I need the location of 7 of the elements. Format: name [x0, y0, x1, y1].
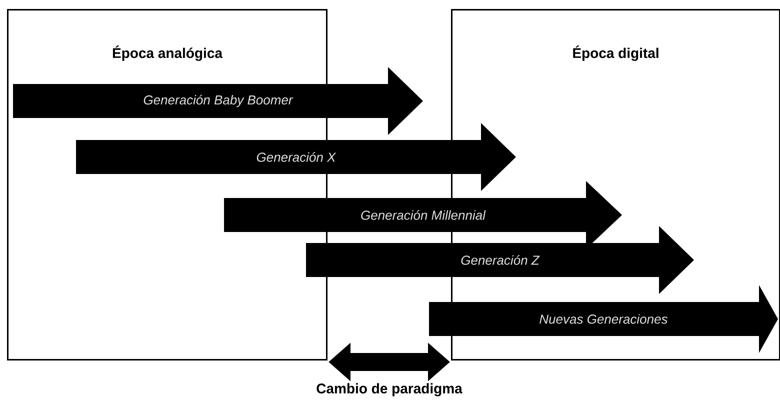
- node-label: Generación Z: [461, 255, 540, 265]
- generation-band: Nuevas Generaciones: [429, 284, 778, 353]
- edge-label: Cambio de paradigma: [316, 383, 462, 396]
- generation-band: Generación X: [76, 123, 516, 191]
- generation-band: Generación Millennial: [224, 180, 622, 249]
- generation-band: Generación Baby Boomer: [13, 67, 423, 135]
- generation-band: Generación Z: [306, 226, 694, 294]
